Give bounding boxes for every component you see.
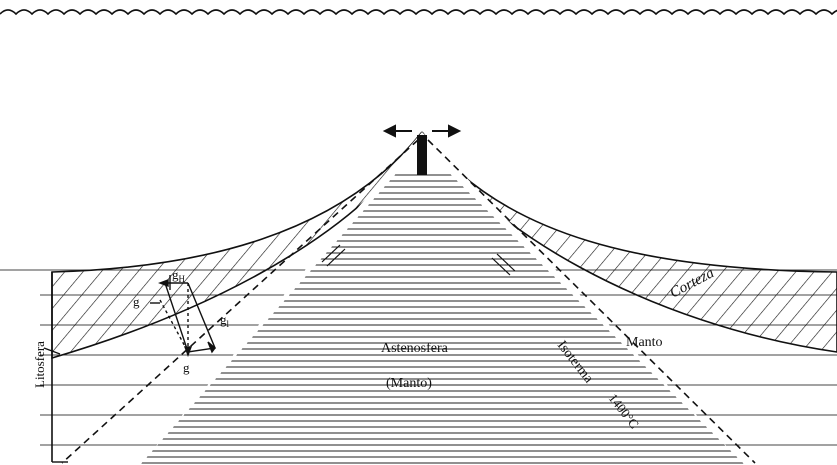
astenosfera-label: Astenosfera bbox=[381, 341, 449, 356]
litosfera-label: Litosfera bbox=[32, 341, 47, 388]
ridge-conduit bbox=[417, 135, 427, 175]
g-bottom-label: g bbox=[183, 360, 190, 375]
manto-paren-label: (Manto) bbox=[386, 376, 432, 391]
g-label: g bbox=[133, 294, 140, 309]
ocean-surface-wave bbox=[0, 10, 837, 14]
manto-label: Manto bbox=[626, 335, 663, 350]
gl-label: gl bbox=[220, 312, 230, 329]
